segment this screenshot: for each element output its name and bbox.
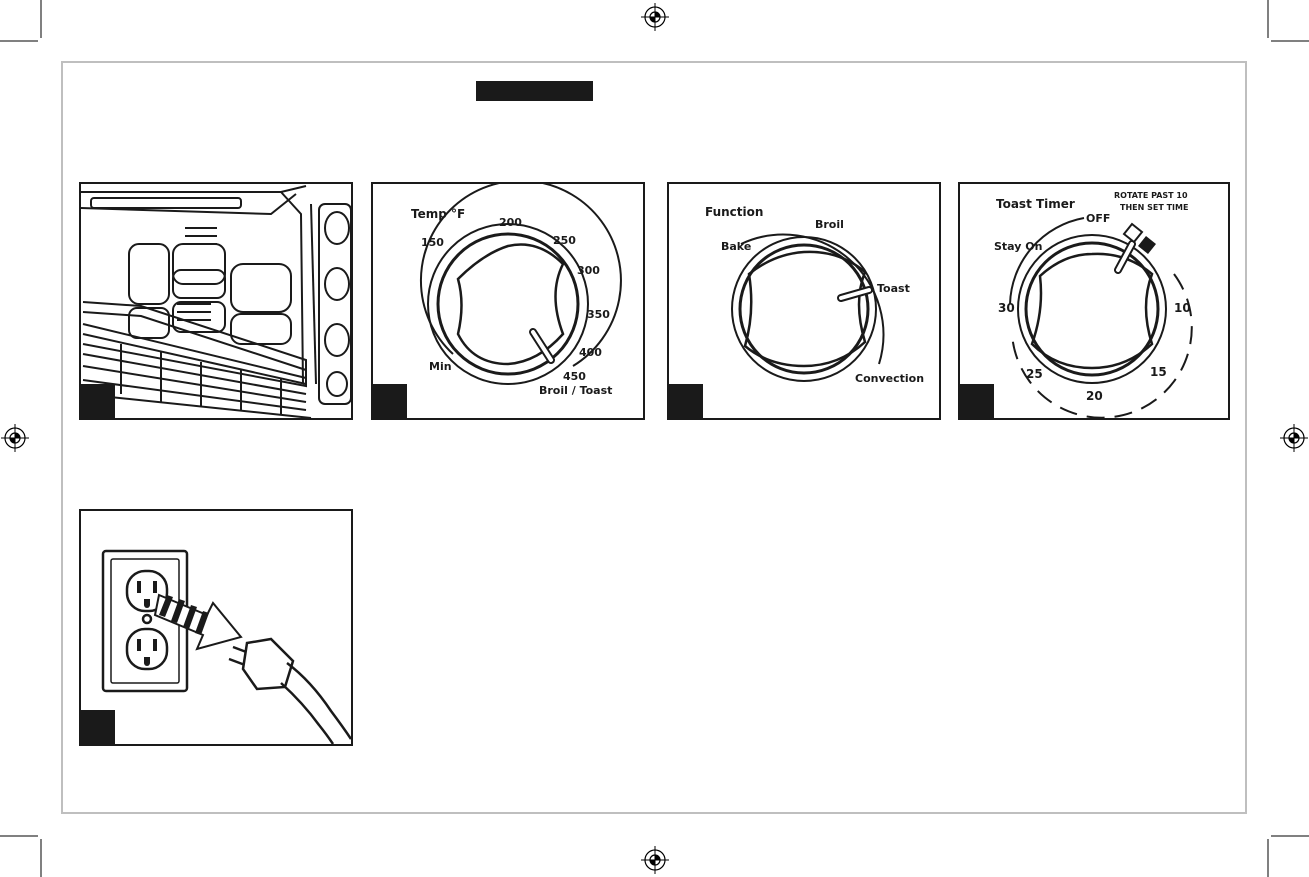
panel-temperature-dial: Temp °F 150 200 250 300 350 400 450 Min … [371,182,645,420]
timer-mark-off: OFF [1086,212,1110,225]
registration-mark-top [641,3,669,31]
function-dial-title: Function [705,205,763,219]
section-tab [476,81,593,101]
function-option-bake: Bake [721,240,751,253]
timer-mark-10: 10 [1174,301,1191,315]
timer-mark-30: 30 [998,301,1015,315]
timer-mark-20: 20 [1086,389,1103,403]
timer-dial-title: Toast Timer [996,197,1075,211]
step-number-box [81,384,115,418]
step-number-box [81,710,115,744]
temperature-dial: Temp °F 150 200 250 300 350 400 450 Min … [373,184,643,418]
timer-rotate-note-line2: THEN SET TIME [1120,203,1188,212]
temp-mark-min: Min [429,360,452,373]
registration-mark-right [1280,424,1308,452]
temp-mark-250: 250 [553,234,576,247]
toast-timer-dial: Toast Timer OFF ROTATE PAST 10 THEN SET … [960,184,1228,418]
temp-dial-title: Temp °F [411,207,465,221]
step-number-box [960,384,994,418]
panel-unplug-outlet [79,509,353,746]
timer-mark-25: 25 [1026,367,1043,381]
step-number-box [669,384,703,418]
temp-mark-450: 450 [563,370,586,383]
pull-arrow-icon [155,595,241,649]
temp-mark-350: 350 [587,308,610,321]
panel-toast-timer-dial: Toast Timer OFF ROTATE PAST 10 THEN SET … [958,182,1230,420]
function-option-toast: Toast [877,282,910,295]
function-dial: Function Bake Broil Toast Convection [669,184,939,418]
temp-mark-150: 150 [421,236,444,249]
registration-mark-left [1,424,29,452]
function-option-convection: Convection [855,372,924,385]
registration-mark-bottom [641,846,669,874]
panel-function-dial: Function Bake Broil Toast Convection [667,182,941,420]
temp-mark-400: 400 [579,346,602,359]
timer-mark-stay-on: Stay On [994,240,1042,253]
temp-mark-broil-toast: Broil / Toast [539,384,612,397]
temp-mark-200: 200 [499,216,522,229]
timer-rotate-note-line1: ROTATE PAST 10 [1114,191,1188,200]
timer-mark-15: 15 [1150,365,1167,379]
step-number-box [373,384,407,418]
temp-mark-300: 300 [577,264,600,277]
outlet-plug-illustration [81,511,351,744]
panel-oven-rack [79,182,353,420]
function-option-broil: Broil [815,218,844,231]
oven-rack-illustration [81,184,351,418]
